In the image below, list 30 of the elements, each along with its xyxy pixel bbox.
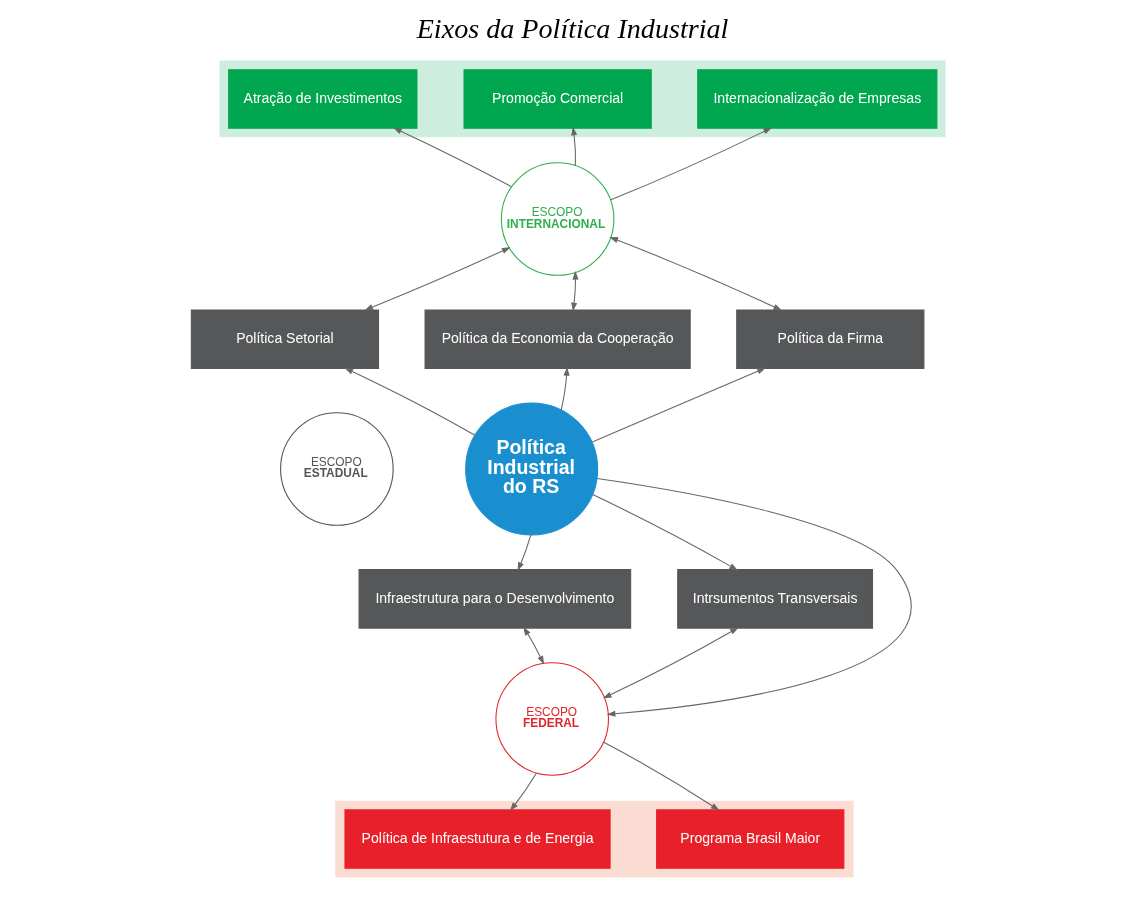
arrow xyxy=(560,366,570,411)
arrow xyxy=(610,127,773,201)
arrow xyxy=(609,236,782,311)
node-box: Infraestrutura para o Desenvolvimento xyxy=(358,569,632,629)
arrow xyxy=(393,127,512,188)
arrow xyxy=(517,534,532,571)
arrow xyxy=(344,367,476,436)
node-box: Atração de Investimentos xyxy=(228,69,418,129)
arrow xyxy=(571,126,578,166)
node-box: Política da Firma xyxy=(736,309,925,369)
node-box: Internacionalização de Empresas xyxy=(697,69,938,129)
node-circle: Política Industrial do RS xyxy=(465,402,599,536)
node-box: Intrsumentos Transversais xyxy=(677,569,874,629)
node-circle: ESCOPO FEDERAL xyxy=(495,662,609,776)
node-box: Programa Brasil Maior xyxy=(656,809,845,869)
arrow xyxy=(523,626,545,665)
arrow xyxy=(602,627,739,699)
arrow xyxy=(591,367,766,443)
arrow xyxy=(364,247,511,311)
arrow xyxy=(509,772,537,811)
node-circle: ESCOPO ESTADUAL xyxy=(280,412,394,526)
node-box: Promoção Comercial xyxy=(463,69,652,129)
node-box: Política Setorial xyxy=(190,309,380,369)
arrow xyxy=(592,494,738,571)
arrow xyxy=(603,741,720,811)
node-box: Política da Economia da Cooperação xyxy=(424,309,691,369)
node-box: Política de Infraestutura e de Energia xyxy=(344,809,611,869)
arrow xyxy=(571,270,579,312)
diagram-title: Eixos da Política Industrial xyxy=(416,13,729,45)
arrow xyxy=(596,477,911,717)
